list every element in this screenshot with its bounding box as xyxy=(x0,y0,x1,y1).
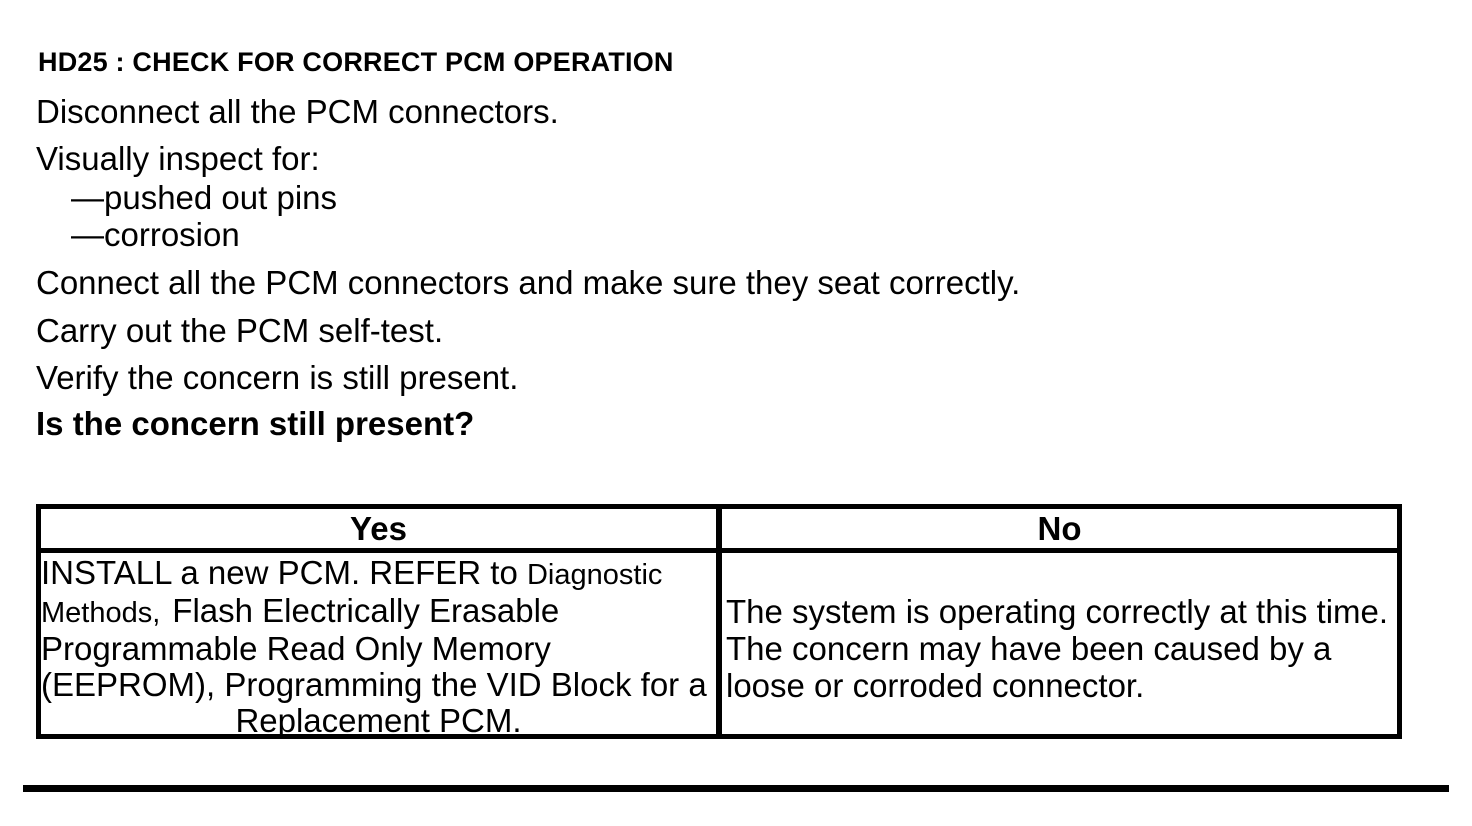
procedure-step: Disconnect all the PCM connectors. xyxy=(36,93,559,130)
decision-question: Is the concern still present? xyxy=(36,405,475,442)
action-line: Methods, Flash Electrically Erasable xyxy=(41,593,716,631)
procedure-step: Connect all the PCM connectors and make … xyxy=(36,264,1021,301)
action-line: loose or corroded connector. xyxy=(726,667,1145,704)
action-text: Flash Electrically Erasable xyxy=(172,592,560,629)
no-column-header: No xyxy=(1037,509,1082,547)
procedure-step: Visually inspect for: xyxy=(36,140,320,177)
action-line: Programmable Read Only Memory xyxy=(41,630,551,667)
action-line: (EEPROM), Programming the VID Block for … xyxy=(41,666,707,703)
procedure-title: HD25 : CHECK FOR CORRECT PCM OPERATION xyxy=(38,47,674,77)
inspection-item: —corrosion xyxy=(71,216,240,253)
procedure-step: Verify the concern is still present. xyxy=(36,359,519,396)
inspection-item: —pushed out pins xyxy=(71,179,338,216)
bottom-rule-divider xyxy=(23,785,1449,792)
reference-text: Methods, xyxy=(41,597,161,629)
table-body-row: INSTALL a new PCM. REFER to Diagnostic M… xyxy=(41,553,1397,739)
table-header-row: Yes No xyxy=(41,509,1397,553)
action-line: The system is operating correctly at thi… xyxy=(726,593,1389,630)
action-line: INSTALL a new PCM. REFER to Diagnostic xyxy=(41,555,716,593)
yes-action-cell: INSTALL a new PCM. REFER to Diagnostic M… xyxy=(41,553,722,739)
action-line: Replacement PCM. xyxy=(235,702,522,739)
no-action-cell: The system is operating correctly at thi… xyxy=(722,553,1397,734)
reference-text: Diagnostic xyxy=(526,559,663,591)
action-text: INSTALL a new PCM. REFER to xyxy=(41,554,527,591)
decision-table: Yes No INSTALL a new PCM. REFER to Diagn… xyxy=(36,504,1402,739)
action-line: The concern may have been caused by a xyxy=(726,630,1332,667)
procedure-step: Carry out the PCM self-test. xyxy=(36,312,444,349)
yes-column-header: Yes xyxy=(41,509,722,548)
